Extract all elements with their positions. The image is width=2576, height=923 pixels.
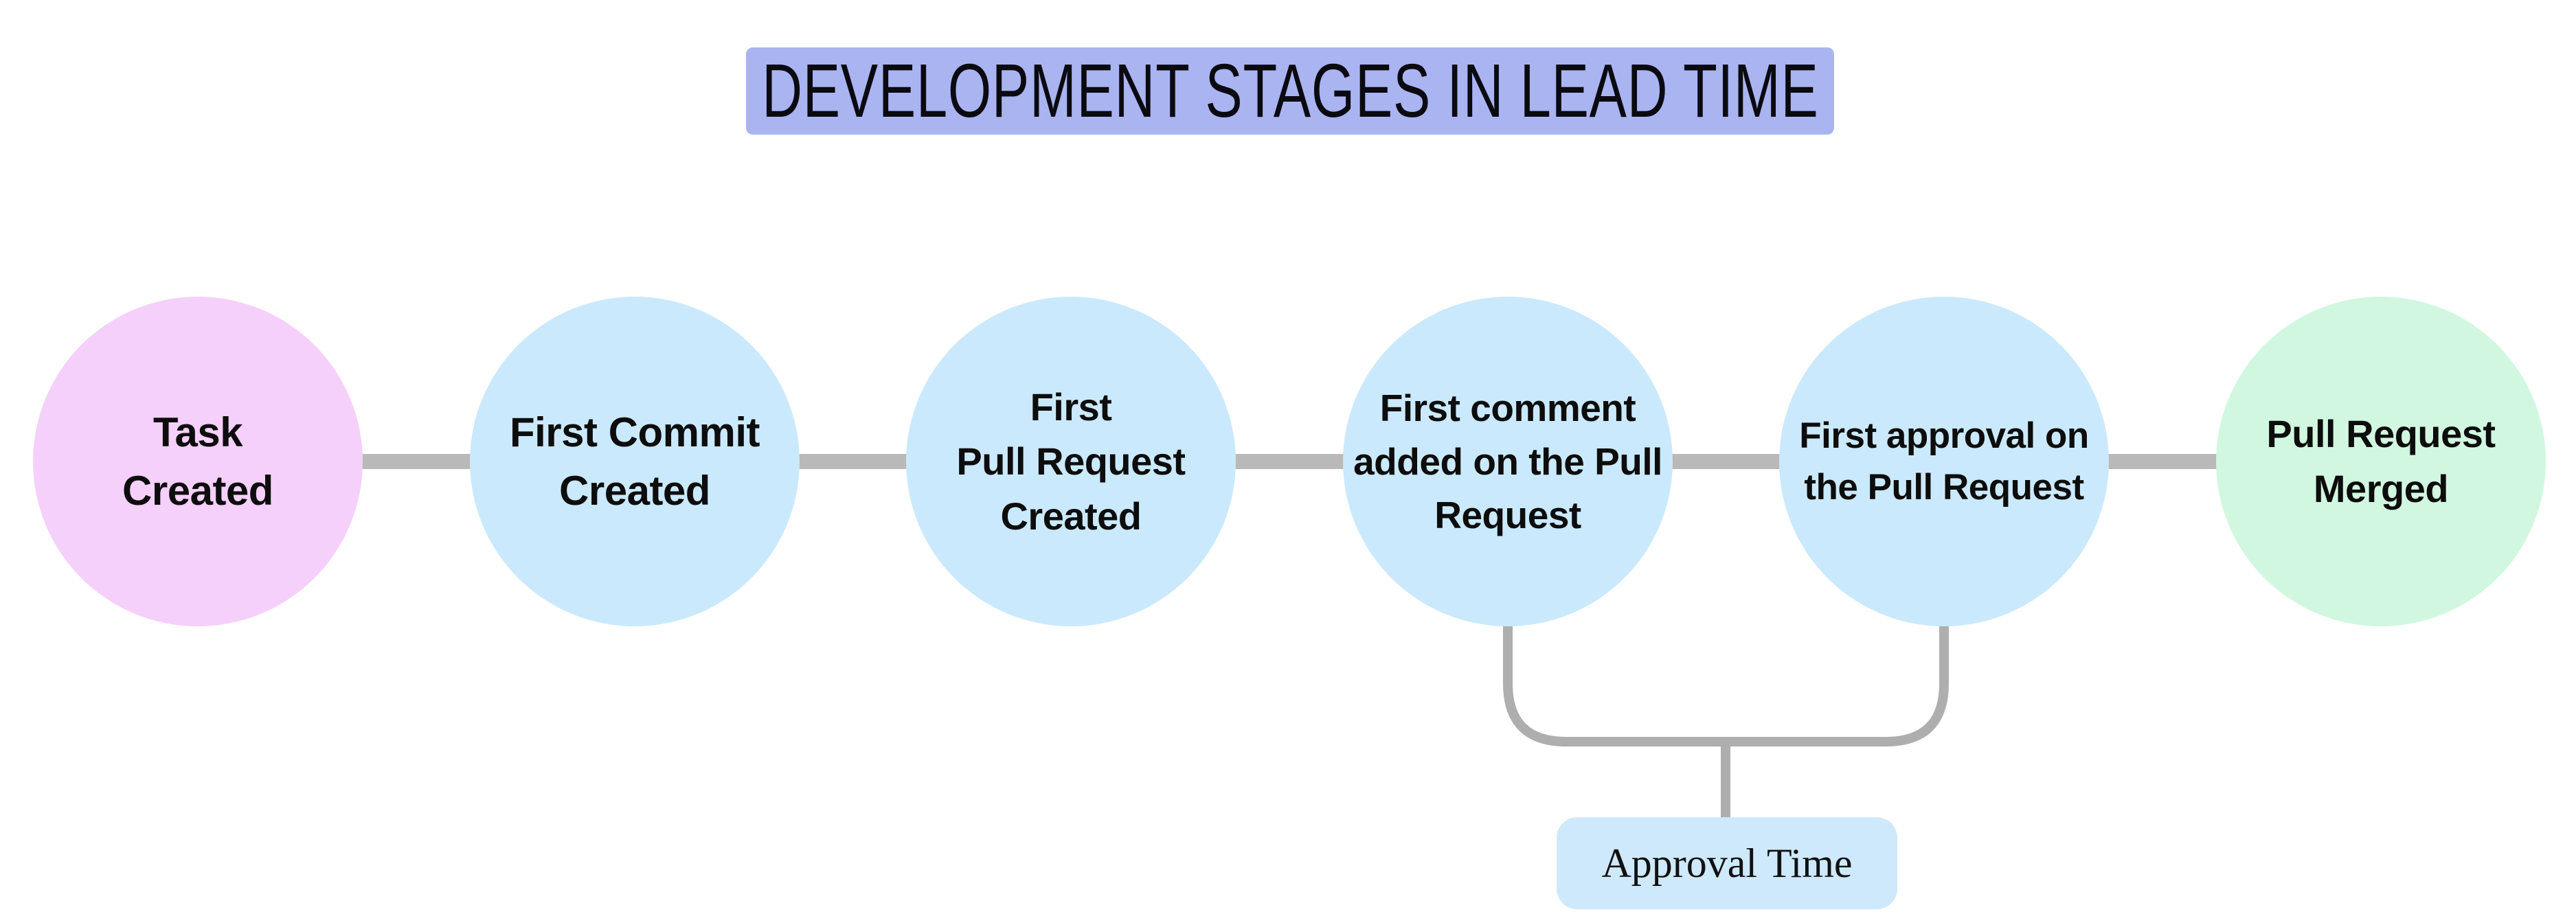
- diagram-title: DEVELOPMENT STAGES IN LEAD TIME: [746, 47, 1834, 135]
- stage-first-comment-added: First comment added on the Pull Request: [1343, 297, 1673, 626]
- stage-task-created-label: Task Created: [122, 409, 273, 514]
- stage-first-commit-created-label: First Commit Created: [509, 409, 760, 514]
- stage-task-created: Task Created: [33, 297, 363, 626]
- approval-bracket: [1503, 618, 1949, 747]
- stage-first-approval: First approval on the Pull Request: [1779, 297, 2109, 626]
- stage-first-pull-request-created-label: First Pull Request Created: [956, 385, 1186, 538]
- stage-first-approval-label: First approval on the Pull Request: [1799, 415, 2089, 508]
- approval-time-badge: Approval Time: [1557, 817, 1897, 909]
- stage-pull-request-merged-label: Pull Request Merged: [2266, 412, 2496, 510]
- stage-first-pull-request-created: First Pull Request Created: [906, 297, 1236, 626]
- diagram-title-text: DEVELOPMENT STAGES IN LEAD TIME: [761, 48, 1819, 133]
- stage-first-comment-added-label: First comment added on the Pull Request: [1353, 386, 1662, 537]
- stage-first-commit-created: First Commit Created: [470, 297, 800, 626]
- approval-time-badge-label: Approval Time: [1601, 841, 1853, 886]
- stage-pull-request-merged: Pull Request Merged: [2216, 297, 2546, 626]
